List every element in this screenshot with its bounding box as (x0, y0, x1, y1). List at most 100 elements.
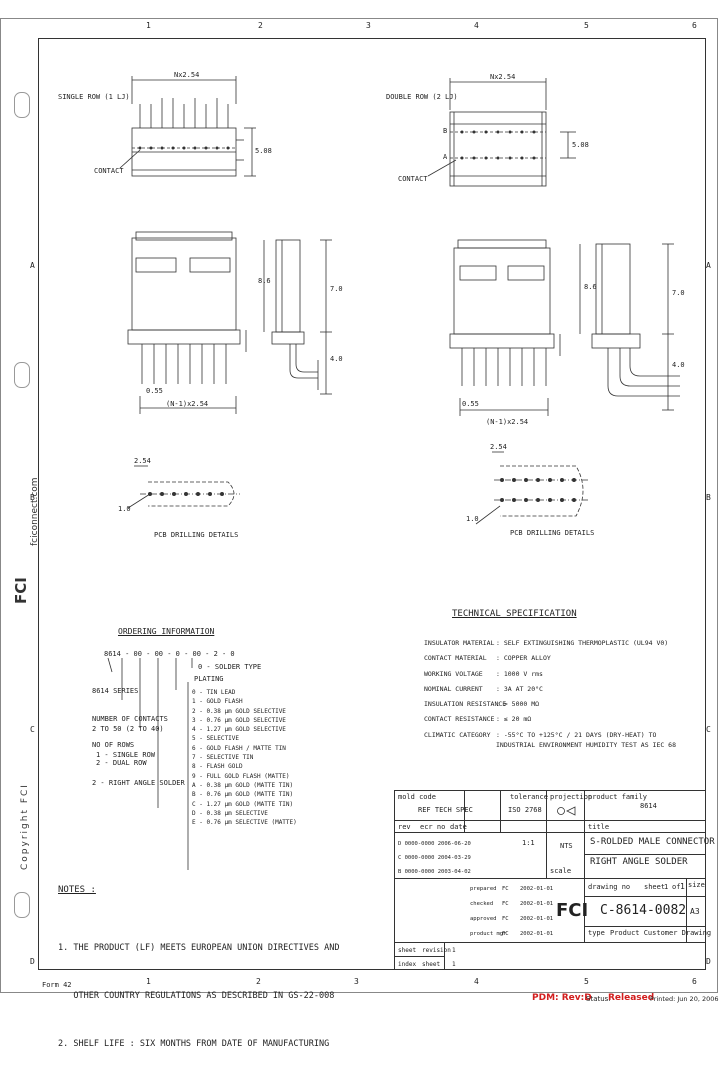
single-row-front-view (131, 127, 244, 177)
row-marker-left-a: A (30, 261, 35, 270)
finish-item: 3 - 0.76 µm GOLD SELECTIVE (192, 716, 286, 724)
pcb-drill-label-single: PCB DRILLING DETAILS (154, 531, 239, 539)
drawing-no-label: drawing no (588, 883, 631, 891)
ordering-row-2: 2 - DUAL ROW (96, 759, 147, 767)
approval-role: prepared (470, 886, 497, 892)
size-value: A3 (690, 907, 700, 916)
tb-rule (394, 956, 444, 957)
spec-title: TECHNICAL SPECIFICATION (452, 609, 577, 619)
approval-by: FC (502, 901, 509, 907)
sheet-index-val: 1 (452, 961, 456, 968)
sheet-index-sub: revision (422, 947, 451, 954)
finish-item: 7 - SELECTIVE TIN (192, 754, 254, 762)
spec-row: CONTACT RESISTANCE: ≤ 20 mΩ (424, 712, 676, 727)
ordering-contacts: NUMBER OF CONTACTS (92, 715, 168, 723)
pcb-drill-label-double: PCB DRILLING DETAILS (510, 529, 595, 537)
ordering-series: 8614 SERIES (92, 687, 139, 695)
finish-item: 4 - 1.27 µm GOLD SELECTIVE (192, 726, 286, 734)
dim-a-single: 8.6 (258, 277, 271, 285)
rev-ecr: 0000-0000 (404, 869, 435, 875)
fci-logo: FCI (556, 900, 589, 921)
approval-date: 2002-01-01 (520, 886, 554, 892)
spec-key (424, 738, 496, 753)
row-marker-left-c: C (30, 725, 35, 734)
dim-b-double: 7.0 (672, 289, 685, 297)
spec-row: INSULATION RESISTANCE: > 5000 MΩ (424, 697, 676, 712)
tb-rule (584, 926, 706, 927)
height-dim-single: 5.08 (255, 147, 272, 155)
rev-ecr: 0000-0000 (404, 855, 435, 861)
finish-item: 5 - SELECTIVE (192, 735, 239, 743)
contact-leader (119, 149, 141, 169)
dim-c-double: 4.0 (672, 361, 685, 369)
scale-value: 1:1 (522, 839, 535, 847)
pitch-bottom-single: (N-1)x2.54 (166, 400, 209, 408)
sheet-index-val: 1 (452, 947, 456, 954)
tb-rule (584, 854, 706, 855)
single-row-label: SINGLE ROW (1 LJ) (58, 93, 130, 101)
finish-item: A - 0.38 µm GOLD (MATTE TIN) (192, 781, 294, 789)
pitch-dim-double: Nx2.54 (490, 73, 516, 81)
tb-rule (464, 790, 465, 832)
sheet-value: 1 (664, 883, 669, 891)
printed-date: Printed: Jun 20, 2006 (650, 995, 719, 1003)
spec-value: : 1000 V rms (496, 669, 543, 678)
rev-ecr: 0000-0000 (404, 841, 435, 847)
spec-value: INDUSTRIAL ENVIRONMENT HUMIDITY TEST AS … (496, 741, 677, 750)
tb-rule (394, 878, 706, 879)
spec-key: NOMINAL CURRENT (424, 684, 483, 693)
note-item: OTHER COUNTRY REGULATIONS AS DESCRIBED I… (58, 991, 335, 1001)
pcb-drill-double (475, 451, 590, 525)
rev-date: 2004-03-29 (437, 855, 471, 861)
col-marker-bottom-2: 2 (256, 977, 261, 986)
single-row-elevation (127, 231, 247, 414)
title-label: title (588, 823, 610, 831)
tb-rule (546, 832, 547, 878)
double-row-width-dim (449, 78, 547, 110)
pitch-bottom-double: (N-1)x2.54 (486, 418, 529, 426)
single-row-side-view (263, 239, 332, 395)
row-b-label: B (443, 127, 448, 135)
finish-item: 1 - GOLD FLASH (192, 698, 243, 706)
technical-drawing (107, 76, 680, 870)
double-row-elevation (449, 239, 561, 416)
approval-date: 2002-01-01 (520, 931, 554, 937)
double-row-side-view (579, 243, 680, 411)
spec-key: CONTACT MATERIAL (424, 654, 487, 663)
title-line-1: S-ROLDED MALE CONNECTOR (590, 837, 715, 847)
approval-role: checked (470, 901, 494, 907)
type-value: Product Customer Drawing (610, 929, 712, 937)
height-dim-double: 5.08 (572, 141, 589, 149)
contact-leader-2 (427, 159, 457, 177)
ordering-solder: 0 - SOLDER TYPE (198, 663, 262, 671)
drill-hole-single: 1.0 (118, 505, 131, 513)
row-marker-right-c: C (706, 725, 711, 734)
spec-row: WORKING VOLTAGE: 1000 V rms (424, 667, 676, 682)
ordering-leaders (107, 657, 193, 870)
tolerance-label: tolerance (510, 793, 548, 801)
spec-row: CLIMATIC CATEGORY: -55°C TO +125°C / 21 … (424, 728, 676, 743)
mold-label: mold code (398, 793, 436, 801)
rev-header-ecr: ecr no (420, 823, 446, 831)
size-label: size (688, 881, 705, 889)
spec-row: INSULATOR MATERIAL: SELF EXTINGUISHING T… (424, 636, 676, 651)
col-marker-bottom-5: 5 (584, 977, 589, 986)
pcb-drill-single (127, 465, 240, 509)
binder-hole-1 (14, 92, 30, 118)
spec-value: : > 5000 MΩ (496, 700, 540, 709)
projection-symbol-icon (556, 806, 576, 816)
rev-letter: B (398, 869, 402, 875)
approval-role: product mgr (470, 931, 507, 937)
approval-row: prepared FC 2002-01-01 (470, 882, 553, 897)
family-value: 8614 (640, 802, 657, 810)
row-marker-left-d: D (30, 957, 35, 966)
approval-by: FC (502, 931, 509, 937)
approval-by: FC (502, 886, 509, 892)
approval-by: FC (502, 916, 509, 922)
col-marker-bottom-1: 1 (146, 977, 151, 986)
tb-rule (500, 790, 501, 832)
title-block (394, 790, 706, 970)
rev-row: B 0000-0000 2003-04-02 (398, 865, 471, 879)
